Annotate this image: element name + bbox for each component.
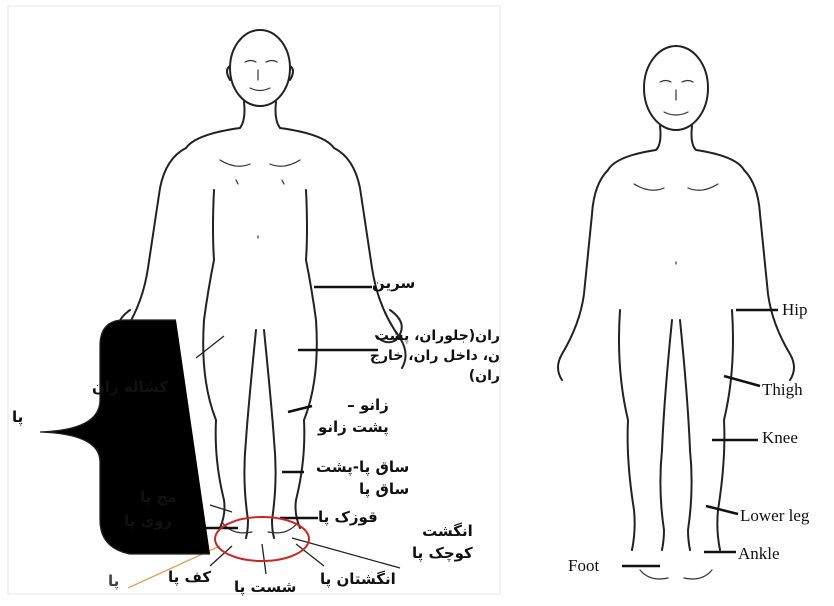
label-hip-fa: سرین — [372, 272, 415, 294]
inner-arms — [204, 190, 316, 320]
label-thigh-fa: ران(جلوران، پشت ن، داخل ران، خارج ران) — [366, 326, 500, 386]
inner-legs-right — [660, 320, 691, 550]
label-ankle-bone-fa: قوزک پا — [318, 506, 378, 528]
head-outline-right — [644, 46, 708, 130]
left-panel-frame — [8, 6, 500, 594]
ankle-leader — [210, 505, 232, 512]
label-sole-fa: کف پا — [168, 566, 211, 588]
label-ankle-fa: مچ پا — [140, 486, 177, 508]
outer-legs-right — [619, 310, 733, 550]
label-little-toe-fa: انگشت کوچک پا — [412, 520, 473, 564]
label-hip-en: Hip — [782, 300, 808, 320]
label-knee-en: Knee — [762, 428, 798, 448]
face-features — [245, 61, 277, 91]
label-groin-fa: کشاله ران — [92, 376, 168, 398]
label-lower-leg-fa: ساق پا-پشت ساق پا — [316, 456, 409, 500]
label-ankle-en: Ankle — [738, 544, 780, 564]
label-leg-fa: پا — [12, 406, 23, 428]
english-body-figure — [558, 46, 794, 579]
label-foot-fa: پا — [108, 570, 119, 592]
inner-legs — [244, 330, 275, 538]
label-lower-leg-en: Lower leg — [740, 506, 809, 526]
english-leader-lines — [622, 310, 778, 566]
groin-leader — [196, 336, 224, 358]
label-knee-fa: زانو – پشت زانو — [318, 394, 389, 438]
big-toe-leader — [262, 544, 266, 574]
head-outline — [230, 30, 290, 106]
label-thigh-en: Thigh — [762, 380, 803, 400]
toes-leader — [296, 544, 324, 566]
label-foot-en: Foot — [568, 556, 599, 576]
label-big-toe-fa: شست پا — [234, 576, 296, 598]
chest-details — [220, 160, 300, 238]
label-top-of-foot-fa: روی پا — [124, 510, 172, 532]
lower-leg-leader-en — [706, 506, 738, 514]
torso-arms-right — [558, 126, 794, 380]
face-features-right — [660, 81, 693, 116]
label-toes-fa: انگشتان پا — [320, 568, 396, 590]
ears — [227, 66, 293, 80]
feet-right — [640, 570, 712, 579]
chest-details-right — [634, 184, 718, 264]
